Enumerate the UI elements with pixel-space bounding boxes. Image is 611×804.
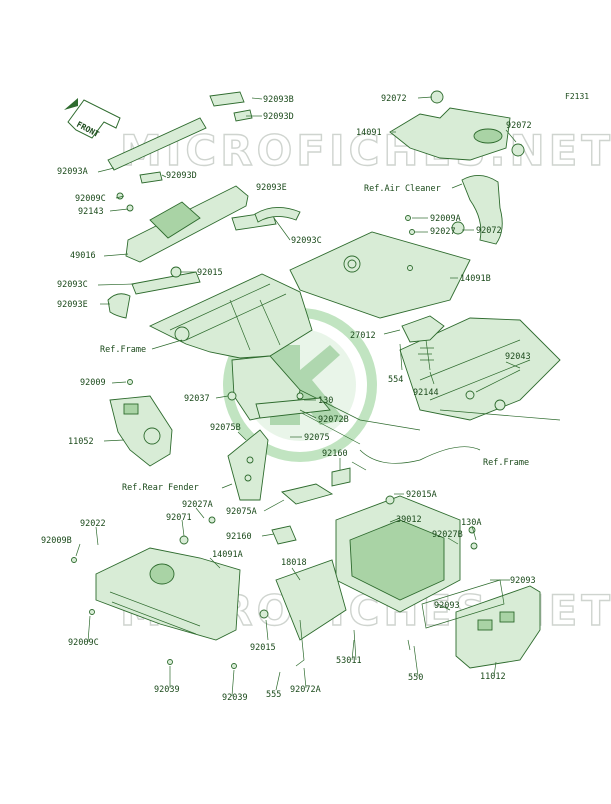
label-92160-low: 92160: [226, 532, 252, 542]
label-555: 555: [266, 690, 281, 700]
label-92015-low: 92015: [250, 643, 276, 653]
label-554: 554: [388, 375, 403, 385]
label-550: 550: [408, 673, 423, 683]
label-92071: 92071: [166, 513, 192, 523]
leader-lines: [75, 96, 521, 697]
pad-strips: [107, 91, 301, 319]
label-92093-right: 92093: [510, 576, 536, 586]
label-92072-top: 92072: [381, 94, 407, 104]
label-ref-rear-fender: Ref.Rear Fender: [122, 483, 199, 493]
label-92009C-top: 92009C: [75, 194, 106, 204]
label-53011: 53011: [336, 656, 362, 666]
front-arrow-icon: FRONT: [64, 98, 121, 139]
label-14091B: 14091B: [460, 274, 491, 284]
label-92039-a: 92039: [154, 685, 180, 695]
figure-id: F2131: [565, 92, 589, 101]
label-92093E-left: 92093E: [57, 300, 88, 310]
label-92144: 92144: [413, 388, 439, 398]
hinge-bracket: [401, 315, 521, 393]
label-92072B: 92072B: [318, 415, 349, 425]
part-labels: 92093B 92093D 92093A 92093D 92009C 92143…: [41, 94, 536, 703]
label-92027-top: 92027: [430, 227, 456, 237]
label-92093E-top: 92093E: [256, 183, 287, 193]
watermark-top: MICROFICHES.NET: [120, 126, 611, 175]
label-92009B: 92009B: [41, 536, 72, 546]
label-14091: 14091: [356, 128, 382, 138]
label-92075A: 92075A: [226, 507, 257, 517]
label-92093D-mid: 92093D: [166, 171, 197, 181]
tool-box-lid: [421, 579, 541, 669]
label-92093-right2: 92093: [434, 601, 460, 611]
label-92160-mid: 92160: [322, 449, 348, 459]
label-92043: 92043: [505, 352, 531, 362]
label-ref-air-cleaner: Ref.Air Cleaner: [364, 184, 441, 194]
floor-mat: [289, 231, 471, 319]
label-92015-top: 92015: [197, 268, 223, 278]
label-130: 130: [318, 396, 333, 406]
label-92027B: 92027B: [432, 530, 463, 540]
small-pads: [271, 467, 351, 545]
label-92075: 92075: [304, 433, 330, 443]
label-92009A: 92009A: [430, 214, 461, 224]
label-92039-b: 92039: [222, 693, 248, 703]
front-rack: [125, 185, 249, 278]
label-92072-mid: 92072: [476, 226, 502, 236]
label-92093C-left: 92093C: [57, 280, 88, 290]
label-92093D-top: 92093D: [263, 112, 294, 122]
air-cleaner-cover: [389, 90, 525, 245]
label-92009C-low: 92009C: [68, 638, 99, 648]
label-92072A: 92072A: [290, 685, 321, 695]
bracket-18018: [259, 559, 411, 667]
label-11052: 11052: [68, 437, 94, 447]
label-92027A: 92027A: [182, 500, 213, 510]
label-27012: 27012: [350, 331, 376, 341]
label-92093C-right: 92093C: [291, 236, 322, 246]
label-92072-right: 92072: [506, 121, 532, 131]
label-ref-frame-2: Ref.Frame: [483, 458, 529, 468]
label-49016: 49016: [70, 251, 96, 261]
label-92093B: 92093B: [263, 95, 294, 105]
label-14091A: 14091A: [212, 550, 243, 560]
label-39012: 39012: [396, 515, 422, 525]
label-11012: 11012: [480, 672, 506, 682]
label-ref-frame-1: Ref.Frame: [100, 345, 146, 355]
label-92015A: 92015A: [406, 490, 437, 500]
label-92022: 92022: [80, 519, 106, 529]
tool-box: [335, 495, 478, 613]
side-cover: [95, 516, 241, 641]
label-130A: 130A: [461, 518, 481, 528]
label-92075B: 92075B: [210, 423, 241, 433]
label-92093A: 92093A: [57, 167, 88, 177]
rear-bracket: [227, 391, 331, 501]
label-92009-left: 92009: [80, 378, 106, 388]
label-18018: 18018: [281, 558, 307, 568]
bracket-11052: [109, 395, 173, 467]
label-92037: 92037: [184, 394, 210, 404]
label-92143: 92143: [78, 207, 104, 217]
